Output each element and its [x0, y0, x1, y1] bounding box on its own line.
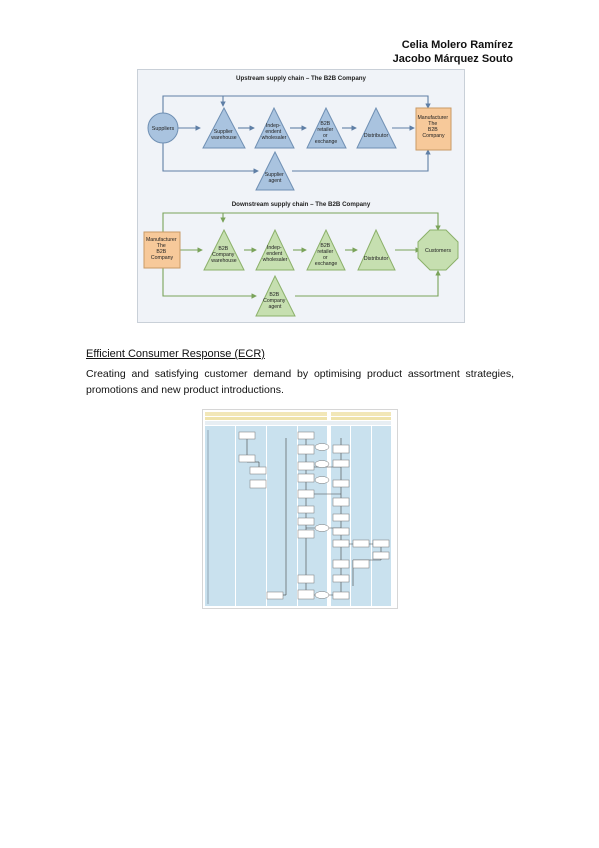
process-box	[297, 505, 315, 514]
process-box	[352, 559, 370, 569]
svg-text:B2B Company wareho: B2B Company warehouse	[211, 246, 236, 264]
swimlane	[267, 426, 297, 606]
distributor-label: Distributor	[364, 133, 389, 139]
process-box	[297, 529, 315, 539]
distributor-node	[356, 106, 397, 149]
svg-text:Supplier agent: Supplier agent	[265, 172, 286, 184]
right-subheader-bar	[331, 417, 391, 420]
distributor-downstream-label: Distributor	[364, 256, 389, 262]
process-oval	[314, 591, 330, 599]
independent-wholesaler-downstream-node	[255, 228, 295, 271]
manufacturer-downstream-node	[143, 231, 181, 269]
svg-text:B2B retailer or: B2B retailer or exchange	[315, 121, 338, 145]
swimlane	[205, 426, 235, 606]
process-box	[249, 466, 267, 475]
svg-text:B2B retailer or: B2B retailer or exchange	[315, 243, 338, 267]
b2b-retailer-downstream-node	[306, 228, 346, 271]
process-box	[266, 591, 284, 600]
suppliers-node	[147, 112, 179, 144]
process-box	[332, 539, 350, 548]
process-box	[238, 454, 256, 463]
independent-wholesaler-node	[254, 106, 295, 149]
company-warehouse-node	[203, 228, 245, 271]
svg-text:Manufacturer The B: Manufacturer The B2B Company	[146, 237, 178, 261]
right-header-bar	[331, 412, 391, 416]
svg-text:Indep- endent whol: Indep- endent wholesaler	[262, 123, 287, 141]
body-paragraph: Creating and satisfying customer demand …	[86, 368, 514, 396]
supplier-agent-node	[255, 150, 295, 191]
process-oval	[314, 476, 330, 484]
customers-node	[417, 229, 459, 271]
svg-text:Manufacturer The B: Manufacturer The B2B Company	[417, 115, 449, 139]
swimlane	[236, 426, 266, 606]
svg-text:Indep- endent whol: Indep- endent wholesaler	[263, 245, 288, 263]
author-name: Celia Molero Ramírez	[401, 39, 513, 51]
process-box	[332, 574, 350, 583]
process-box	[297, 517, 315, 526]
process-box	[238, 431, 256, 440]
process-box	[297, 431, 315, 440]
process-box	[372, 539, 390, 548]
process-box	[332, 444, 350, 454]
ecr-process-figure	[202, 409, 398, 609]
process-box	[249, 479, 267, 489]
process-box	[297, 473, 315, 483]
upstream-title: Upstream supply chain – The B2B Company	[236, 75, 367, 82]
process-box	[297, 589, 315, 600]
supply-chain-figure: Upstream supply chain – The B2B Company …	[137, 69, 465, 323]
process-box	[332, 513, 350, 522]
svg-text:Supplier warehouse: Supplier warehouse	[211, 129, 236, 141]
process-box	[372, 551, 390, 560]
process-oval	[314, 443, 330, 451]
process-oval	[314, 460, 330, 468]
process-box	[332, 497, 350, 507]
process-box	[332, 527, 350, 536]
process-box	[332, 591, 350, 600]
downstream-title: Downstream supply chain – The B2B Compan…	[232, 201, 371, 208]
process-box	[297, 461, 315, 471]
svg-text:B2B Company agent: B2B Company agent	[263, 292, 287, 310]
process-oval	[314, 524, 330, 532]
process-box	[297, 574, 315, 584]
left-subheader-bar	[205, 417, 327, 420]
author-name: Jacobo Márquez Souto	[392, 53, 513, 65]
suppliers-label: Suppliers	[152, 126, 175, 132]
process-box	[332, 479, 350, 488]
process-box	[297, 444, 315, 455]
swimlane	[351, 426, 371, 606]
left-header-bar	[205, 412, 327, 416]
manufacturer-node	[415, 107, 452, 151]
process-box	[332, 559, 350, 569]
b2b-retailer-node	[306, 106, 347, 149]
company-agent-node	[255, 274, 296, 317]
customers-label: Customers	[425, 248, 451, 254]
swimlane	[372, 426, 391, 606]
process-box	[332, 459, 350, 468]
process-box	[352, 539, 370, 548]
supplier-warehouse-node	[202, 106, 246, 149]
distributor-downstream-node	[357, 228, 396, 271]
section-title: Efficient Consumer Response (ECR)	[86, 348, 265, 360]
author-block: Celia Molero Ramírez Jacobo Márquez Sout…	[393, 38, 513, 66]
process-box	[297, 489, 315, 499]
